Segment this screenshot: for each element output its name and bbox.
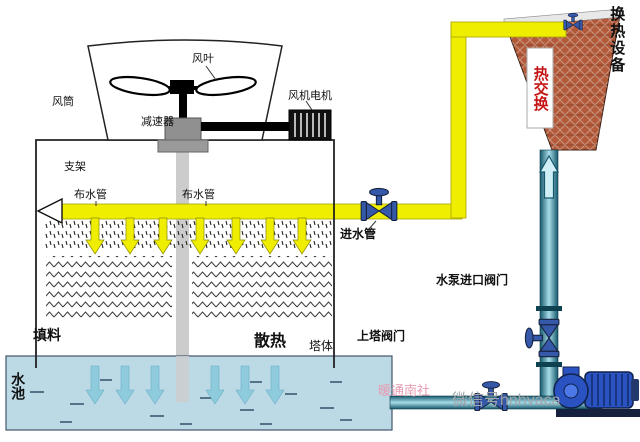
fill-material-blocks <box>46 256 332 318</box>
water-dist-left-label: 布水管 <box>74 189 107 201</box>
fill-material-label: 填料 <box>33 327 61 343</box>
motor-fins <box>294 113 326 137</box>
motor-coupling <box>201 122 289 131</box>
support-label: 支架 <box>64 161 86 173</box>
pump-end-cap <box>631 379 639 401</box>
fan-blade-label: 风叶 <box>192 53 214 65</box>
pool-waves <box>30 379 352 425</box>
pump-motor-ribs <box>591 374 629 406</box>
tower-body-label: 塔体 <box>309 339 334 353</box>
spray-nozzle-region <box>44 219 332 251</box>
fill-block-right <box>192 256 332 318</box>
drive-shaft-lower <box>176 356 189 402</box>
pump-inlet-valve-label: 水泵进口阀门 <box>436 273 509 287</box>
flow-arrow-up <box>538 154 560 199</box>
water-dist-right-label: 布水管 <box>182 189 215 201</box>
leader-lines <box>95 65 377 231</box>
tower-valve-label: 上塔阀门 <box>357 329 406 343</box>
pool-basin <box>5 355 393 431</box>
fan-blade-right <box>195 75 257 97</box>
pipe-flange-upper <box>536 306 562 311</box>
pump-base <box>556 409 640 417</box>
fan-blade-left <box>109 75 171 97</box>
heat-dissipation-label: 散热 <box>254 333 287 350</box>
fan-motor-body <box>288 109 332 141</box>
watermark-primary: 暖通南社 <box>378 383 431 398</box>
distribution-pipe <box>57 203 463 220</box>
yellow-vertical-pipe <box>450 25 467 219</box>
fan-hub <box>170 80 194 94</box>
fill-block-left <box>46 256 172 318</box>
reducer-label: 减速器 <box>141 116 174 128</box>
pipe-flange-lower <box>536 362 562 367</box>
pump-volute-center <box>563 383 579 399</box>
fan-motor-label: 风机电机 <box>288 90 332 102</box>
heat-exchange-label: 热交换 <box>531 65 549 111</box>
cold-water-piping <box>389 149 603 410</box>
hot-water-riser <box>450 21 567 219</box>
circulation-pump <box>553 366 640 417</box>
heat-exchanger <box>503 8 623 151</box>
fan-assembly <box>109 75 332 153</box>
yellow-top-pipe <box>450 21 567 38</box>
flow-arrow-left <box>36 197 63 225</box>
water-pool-label: 水池 <box>10 372 27 400</box>
watermark-secondary: 微信号hnhvaca <box>452 392 561 409</box>
fan-duct-label: 风筒 <box>52 96 74 108</box>
fan-drive-shaft <box>179 94 187 120</box>
heat-exchange-equipment-label: 换热设备 <box>608 6 626 74</box>
exchanger-label-plate <box>526 47 554 129</box>
reducer-base <box>157 139 209 153</box>
inlet-pipe-label: 进水管 <box>340 227 377 241</box>
water-pool <box>5 355 393 431</box>
